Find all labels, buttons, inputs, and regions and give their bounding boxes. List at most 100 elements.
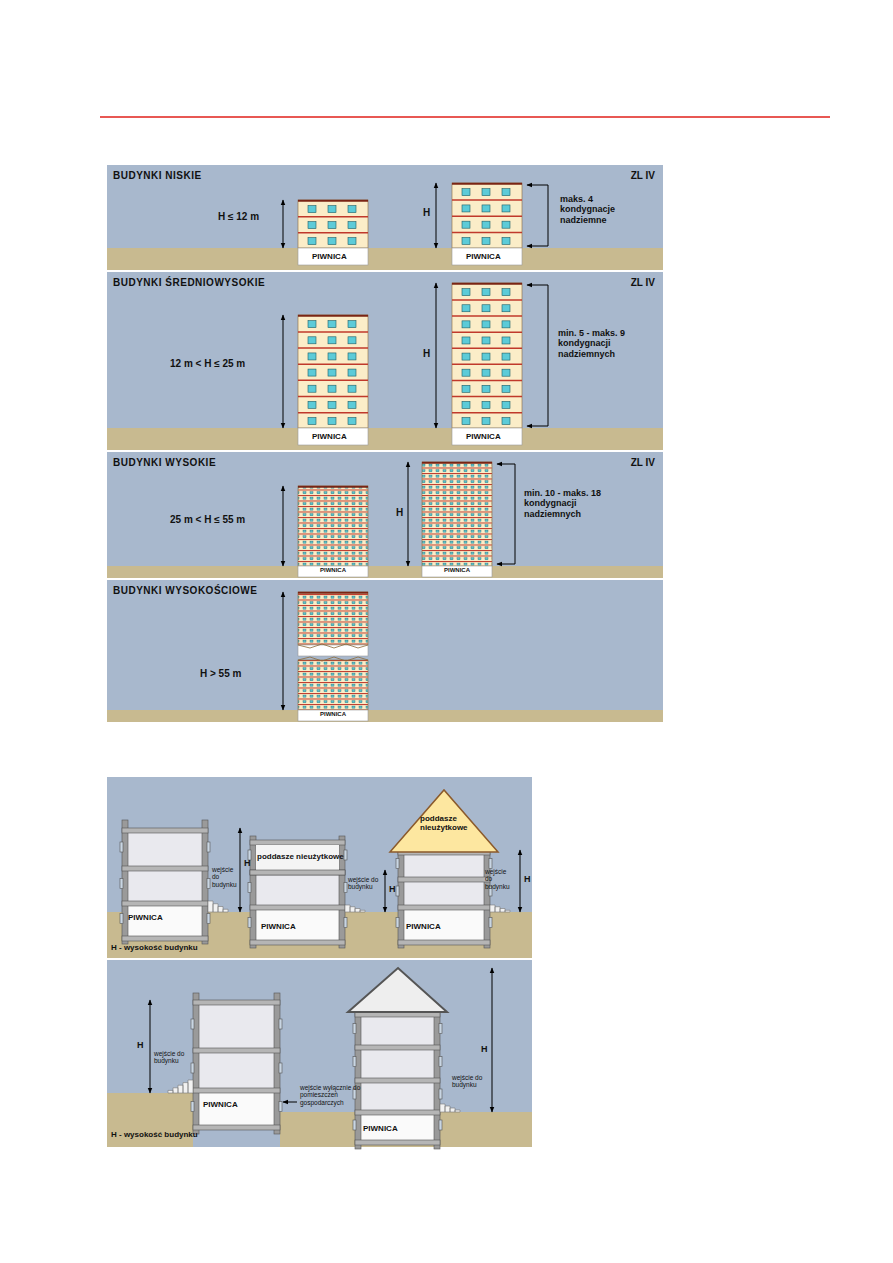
- window: [502, 305, 510, 312]
- window: [482, 337, 490, 344]
- facade: [298, 200, 368, 248]
- floor-line: [452, 380, 522, 382]
- roof-line: [298, 200, 368, 202]
- dimension-letter: H: [389, 884, 396, 894]
- roof-line: [298, 592, 368, 594]
- slab: [398, 877, 490, 882]
- window-cut: [207, 879, 210, 889]
- entrance-stairs: [168, 1080, 193, 1093]
- facade: [452, 183, 522, 248]
- annotation-label: PIWNICA: [363, 1124, 398, 1133]
- window: [462, 369, 470, 376]
- floor-line: [298, 216, 368, 218]
- annotation-label: 12 m < H ≤ 25 m: [170, 358, 245, 370]
- roof-line: [298, 486, 368, 488]
- window: [348, 385, 356, 392]
- floor-line: [298, 380, 368, 382]
- window: [308, 401, 316, 408]
- window: [462, 289, 470, 296]
- window-cut: [279, 1102, 282, 1112]
- basement-interior: [122, 906, 208, 940]
- header-rule: [100, 116, 830, 118]
- window-cut: [396, 859, 399, 869]
- floor-line: [452, 232, 522, 234]
- bracket-arrow: [527, 285, 548, 286]
- window: [462, 337, 470, 344]
- tall-facade: [298, 592, 368, 645]
- window: [328, 401, 336, 408]
- window-cut: [279, 1063, 282, 1073]
- section-interior: [355, 1012, 440, 1115]
- window: [502, 289, 510, 296]
- window: [482, 385, 490, 392]
- tall-facade: [422, 462, 492, 566]
- window: [328, 385, 336, 392]
- floor-line: [452, 396, 522, 398]
- annotation-label: PIWNICA: [466, 252, 501, 261]
- dimension-arrow: [240, 828, 241, 912]
- dimension-arrow: [436, 283, 437, 428]
- window: [462, 205, 470, 212]
- window: [482, 221, 490, 228]
- upper-panel: [107, 165, 663, 722]
- window: [348, 401, 356, 408]
- bracket-arrow: [497, 464, 515, 465]
- window: [482, 401, 490, 408]
- class-code: ZL IV: [631, 170, 655, 181]
- window: [308, 206, 316, 213]
- roof-line: [452, 183, 522, 185]
- roof-line: [452, 283, 522, 285]
- annotation-label: poddasze nieużytkowe: [257, 852, 344, 861]
- window: [328, 238, 336, 245]
- slab: [250, 870, 345, 875]
- window: [462, 321, 470, 328]
- tall-facade: [298, 486, 368, 566]
- dimension-arrow: [283, 592, 284, 710]
- gable-roof: [348, 968, 447, 1012]
- slab: [250, 905, 345, 910]
- dimension-letter: H: [137, 1040, 144, 1050]
- window: [502, 401, 510, 408]
- window-cut: [191, 1063, 194, 1073]
- annotation-label: wejście do budynku: [452, 1074, 484, 1089]
- window: [328, 353, 336, 360]
- bracket-arrow: [527, 185, 548, 186]
- dimension-letter: H: [524, 874, 531, 884]
- dimension-letter: H: [481, 1044, 488, 1054]
- window: [502, 189, 510, 196]
- window-cut: [396, 886, 399, 896]
- dimension-arrow: [408, 462, 409, 566]
- class-code: ZL IV: [631, 277, 655, 288]
- dimension-letter: H: [423, 207, 430, 219]
- class-code: ZL IV: [631, 457, 655, 468]
- dimension-arrow: [283, 315, 284, 428]
- annotation-label: poddasze nieużytkowe: [420, 814, 468, 832]
- annotation-label: PIWNICA: [444, 567, 470, 574]
- annotation-label: PIWNICA: [203, 1100, 238, 1109]
- window-cut: [191, 1102, 194, 1112]
- break-line: [298, 657, 368, 661]
- band-panel: BUDYNKI WYSOKOŚCIOWE: [107, 580, 663, 722]
- slab: [193, 1000, 280, 1005]
- window: [502, 369, 510, 376]
- window: [308, 321, 316, 328]
- window: [328, 321, 336, 328]
- leader-arrow: [283, 1102, 297, 1103]
- entrance-stairs: [440, 1104, 460, 1112]
- annotation-label: maks. 4 kondygnacje nadziemne: [560, 194, 645, 225]
- window: [308, 418, 316, 425]
- window: [482, 289, 490, 296]
- basement: [422, 566, 492, 577]
- floor-line: [452, 364, 522, 366]
- window-cut: [279, 1019, 282, 1029]
- roof-line: [422, 462, 492, 464]
- window: [482, 189, 490, 196]
- entrance-stairs: [345, 905, 365, 912]
- section-interior: [122, 828, 208, 906]
- slab: [250, 940, 345, 945]
- annotation-label: wejście wyłącznie do pomieszczeń gospoda…: [300, 1084, 362, 1106]
- window-cut: [353, 1024, 356, 1034]
- basement: [452, 248, 522, 265]
- window: [348, 369, 356, 376]
- annotation-label: wejście do budynku: [154, 1050, 186, 1065]
